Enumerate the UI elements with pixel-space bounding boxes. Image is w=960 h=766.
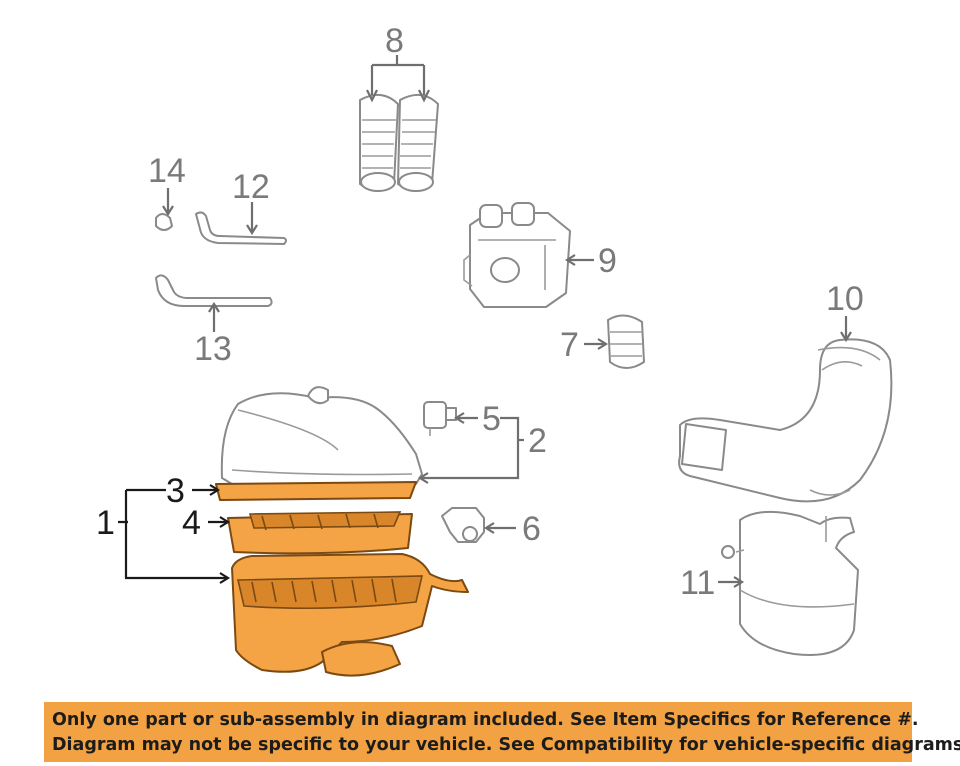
part-5-sensor <box>423 401 457 436</box>
callout-2: 2 <box>528 422 547 460</box>
part-14-clip <box>155 213 173 231</box>
callout-5: 5 <box>482 400 501 438</box>
callout-14: 14 <box>148 152 186 190</box>
leader-lines <box>118 55 852 588</box>
part-4-filter <box>227 511 413 555</box>
disclaimer-line-2: Diagram may not be specific to your vehi… <box>52 735 960 755</box>
callout-3: 3 <box>166 472 185 510</box>
callout-1: 1 <box>96 504 115 542</box>
callout-13: 13 <box>194 330 232 368</box>
part-11-resonator <box>721 510 859 656</box>
part-2-cover <box>220 386 423 485</box>
part-9-housing <box>463 202 571 308</box>
callout-7: 7 <box>560 326 579 364</box>
callout-numbers: 8 14 12 13 9 7 10 11 6 5 2 3 4 1 <box>96 22 864 602</box>
callout-11: 11 <box>680 564 715 602</box>
part-8-hoses <box>359 93 439 192</box>
part-13-hose <box>155 274 273 307</box>
part-1-box <box>231 553 469 677</box>
part-6-sensor <box>441 507 485 543</box>
part-10-duct <box>678 338 893 503</box>
callout-12: 12 <box>232 168 270 206</box>
callout-6: 6 <box>522 510 541 548</box>
callout-8: 8 <box>385 22 404 60</box>
disclaimer-banner: Only one part or sub-assembly in diagram… <box>44 702 960 762</box>
callout-4: 4 <box>182 504 201 542</box>
part-3-gasket <box>215 481 417 501</box>
part-12-hose <box>195 211 287 245</box>
part-7-coupler <box>607 314 645 369</box>
disclaimer-line-1: Only one part or sub-assembly in diagram… <box>52 710 919 730</box>
callout-10: 10 <box>826 280 864 318</box>
callout-9: 9 <box>598 242 617 280</box>
parts-diagram: 8 14 12 13 9 7 10 11 6 5 2 3 4 1 <box>96 22 893 677</box>
